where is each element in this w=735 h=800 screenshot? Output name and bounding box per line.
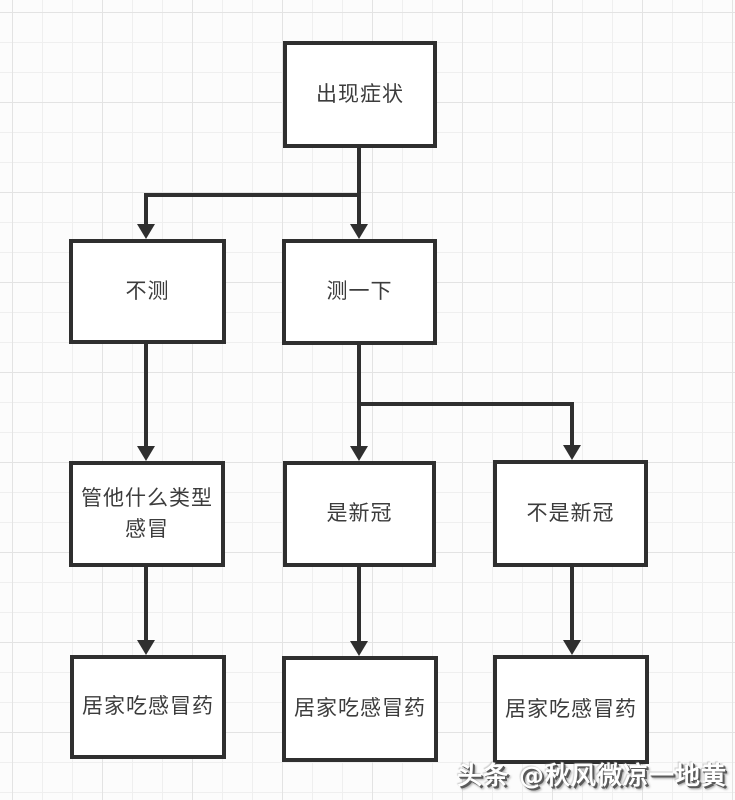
node-not-covid-label: 不是新冠 bbox=[526, 500, 615, 525]
node-home-meds-middle-label: 居家吃感冒药 bbox=[294, 696, 426, 721]
node-home-meds-left: 居家吃感冒药 bbox=[70, 655, 226, 759]
edge-no-test-any-cold-line bbox=[144, 343, 148, 447]
node-symptoms-label: 出现症状 bbox=[316, 81, 404, 106]
arrow-down-icon bbox=[563, 445, 581, 460]
node-home-meds-middle: 居家吃感冒药 bbox=[282, 656, 438, 762]
node-is-covid: 是新冠 bbox=[283, 461, 436, 567]
node-is-covid-label: 是新冠 bbox=[326, 501, 393, 526]
arrow-down-icon bbox=[137, 446, 155, 461]
node-test-label: 测一下 bbox=[326, 279, 393, 304]
edge-test-stem-line bbox=[357, 344, 361, 406]
arrow-down-icon bbox=[563, 640, 581, 655]
node-not-covid: 不是新冠 bbox=[493, 460, 648, 567]
edge-symptoms-test-line bbox=[357, 195, 361, 226]
edge-is-covid-home-line bbox=[357, 567, 361, 642]
edge-test-is-covid-line bbox=[357, 404, 361, 447]
arrow-down-icon bbox=[350, 446, 368, 461]
node-any-cold-label: 管他什么类型 感冒 bbox=[81, 485, 213, 542]
node-no-test-label: 不测 bbox=[125, 278, 170, 303]
edge-symptoms-no-test-line bbox=[144, 195, 148, 226]
node-test: 测一下 bbox=[282, 239, 437, 345]
edge-symptoms-stem-line bbox=[357, 146, 361, 196]
watermark: 头条 @秋风微凉一地黄 bbox=[457, 761, 727, 790]
edge-test-branch-line bbox=[357, 402, 574, 406]
node-symptoms: 出现症状 bbox=[283, 41, 437, 148]
node-home-meds-right-label: 居家吃感冒药 bbox=[505, 696, 637, 721]
node-no-test: 不测 bbox=[69, 239, 226, 344]
node-home-meds-right: 居家吃感冒药 bbox=[493, 655, 649, 764]
edge-test-not-covid-line bbox=[570, 404, 574, 447]
arrow-down-icon bbox=[137, 224, 155, 239]
edge-symptoms-branch-line bbox=[144, 193, 361, 197]
arrow-down-icon bbox=[350, 224, 368, 239]
arrow-down-icon bbox=[137, 640, 155, 655]
edge-any-cold-home-line bbox=[144, 567, 148, 641]
node-any-cold: 管他什么类型 感冒 bbox=[69, 461, 225, 567]
arrow-down-icon bbox=[350, 641, 368, 656]
edge-not-covid-home-line bbox=[570, 567, 574, 641]
node-home-meds-left-label: 居家吃感冒药 bbox=[82, 694, 214, 719]
